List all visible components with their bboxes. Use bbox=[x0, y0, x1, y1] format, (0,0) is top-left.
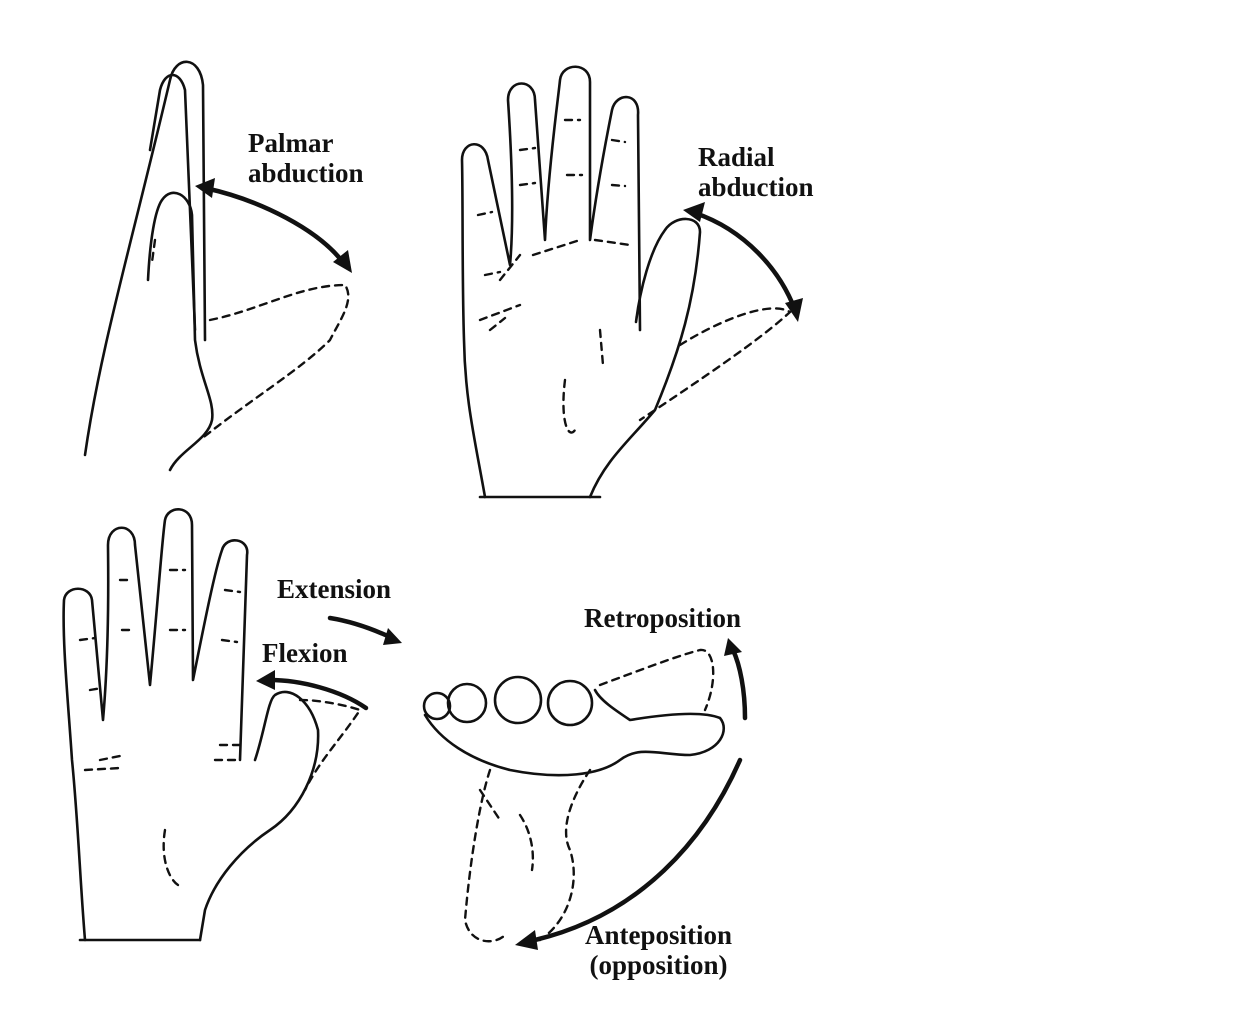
palmar-abduction-label: Palmar abduction bbox=[248, 128, 364, 188]
flexion-label: Flexion bbox=[262, 638, 348, 668]
anteposition-arrow bbox=[515, 757, 743, 950]
extension-arrow bbox=[327, 615, 402, 645]
label-line: Anteposition bbox=[585, 920, 733, 950]
hand-lateral-view bbox=[83, 60, 350, 472]
hand-palm-view bbox=[460, 65, 792, 499]
label-line: abduction bbox=[698, 172, 814, 202]
label-line: Radial bbox=[698, 142, 775, 172]
label-line: Palmar bbox=[248, 128, 334, 158]
anteposition-label: Anteposition (opposition) bbox=[585, 920, 732, 980]
hand-end-view bbox=[422, 648, 726, 943]
extension-label: Extension bbox=[277, 574, 392, 604]
palmar-abduction-arrow bbox=[195, 178, 352, 273]
retroposition-label: Retroposition bbox=[584, 603, 742, 633]
radial-abduction-label: Radial abduction bbox=[698, 142, 814, 202]
flexion-arrow bbox=[256, 670, 369, 711]
retroposition-arrow bbox=[724, 638, 748, 721]
hand-dorsal-view bbox=[62, 508, 362, 942]
radial-abduction-arrow bbox=[683, 202, 803, 322]
label-line: abduction bbox=[248, 158, 364, 188]
label-line: (opposition) bbox=[589, 950, 728, 980]
